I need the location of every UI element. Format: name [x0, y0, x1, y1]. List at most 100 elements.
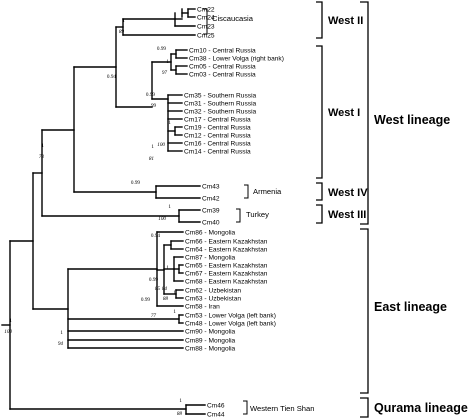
clade-label-west-ii: West II	[328, 15, 363, 27]
taxon-cm62: Cm62 - Uzbekistan	[185, 287, 241, 294]
support-pp-west-i-sub: 0.99	[146, 92, 155, 98]
lineage-label-west: West lineage	[374, 113, 450, 127]
bracket-qurama-lineage	[360, 397, 369, 418]
bracket-west-iii	[316, 204, 323, 224]
support-pp-west-all: 1	[41, 143, 44, 149]
taxon-cm31: Cm31 - Southern Russia	[184, 100, 257, 107]
bracket-west-ii	[316, 1, 323, 39]
taxon-cm35: Cm35 - Southern Russia	[184, 92, 257, 99]
bracket-west-lineage	[360, 1, 369, 225]
taxon-cm40: Cm40	[202, 219, 220, 226]
taxon-cm42: Cm42	[202, 195, 220, 202]
support-pp-east-all: 1	[60, 330, 63, 336]
support-pp-west-iv: 0.99	[131, 180, 140, 186]
taxon-cm32: Cm32 - Southern Russia	[184, 108, 257, 115]
support-pp-east-b: 0.99	[149, 277, 158, 283]
support-bs-root: 100	[4, 329, 12, 335]
taxon-cm63: Cm63 - Uzbekistan	[185, 295, 241, 302]
group-labels: Ciscaucasia Armenia Turkey Western Tien …	[212, 14, 314, 413]
taxon-cm65: Cm65 - Eastern Kazakhstan	[185, 262, 268, 269]
taxon-cm43: Cm43	[202, 183, 220, 190]
clade-labels: West II West I West IV West III	[328, 15, 368, 221]
taxon-cm90: Cm90 - Mongolia	[185, 328, 236, 335]
support-bs-east-all: 94	[58, 340, 64, 347]
lineage-labels: West lineage East lineage Qurama lineage	[374, 113, 468, 415]
group-label-ciscaucasia: Ciscaucasia	[212, 14, 254, 23]
clade-label-west-i: West I	[328, 107, 360, 119]
brackets	[203, 1, 369, 418]
support-bs-qurama: 88	[177, 411, 183, 417]
taxon-cm03: Cm03 - Central Russia	[189, 71, 256, 78]
taxon-cm05: Cm05 - Central Russia	[189, 63, 256, 70]
tree-branches	[1, 8, 206, 415]
support-pp-cm66-64: 0.94	[151, 233, 160, 239]
support-bs-west-iii: 100	[158, 216, 166, 222]
taxon-cm23: Cm23	[197, 23, 215, 30]
taxon-cm66: Cm66 - Eastern Kazakhstan	[185, 238, 268, 245]
bracket-west-i	[316, 45, 323, 179]
support-pp-west-i: 1	[151, 144, 154, 150]
clade-label-west-iii: West III	[328, 209, 366, 221]
bracket-turkey	[236, 208, 241, 223]
taxon-cm89: Cm89 - Mongolia	[185, 337, 236, 344]
group-label-turkey: Turkey	[246, 210, 269, 219]
taxon-cm10: Cm10 - Central Russia	[189, 47, 256, 54]
taxon-cm64: Cm64 - Eastern Kazakhstan	[185, 246, 268, 253]
support-bs-east-a: 77	[151, 313, 157, 319]
taxon-cm88: Cm88 - Mongolia	[185, 345, 236, 352]
taxon-cm16: Cm16 - Central Russia	[184, 140, 251, 147]
support-bs-cm65-67: 84	[162, 285, 168, 292]
taxon-cm39: Cm39	[202, 207, 220, 214]
taxon-cm44: Cm44	[207, 411, 225, 418]
support-pp-cm05-03: 1	[166, 59, 169, 65]
support-bs-cm62-63: 88	[163, 296, 169, 302]
support-bs-west-all: 73	[39, 154, 45, 160]
support-bs-cm19-12: 100	[157, 142, 165, 148]
taxon-cm58: Cm58 - Iran	[185, 303, 220, 310]
bracket-ciscaucasia	[203, 8, 208, 35]
support-pp-qurama: 1	[179, 398, 182, 404]
support-pp-west-ii: 1	[122, 18, 125, 24]
support-bs-west-i-sub: 99	[151, 103, 157, 109]
support-bs-cm05-03: 97	[162, 70, 168, 76]
taxon-cm12: Cm12 - Central Russia	[184, 132, 251, 139]
support-pp-cm62-63: 1	[173, 290, 176, 296]
taxon-cm19: Cm19 - Central Russia	[184, 124, 251, 131]
bracket-east-lineage	[360, 228, 369, 394]
taxon-cm67: Cm67 - Eastern Kazakhstan	[185, 270, 268, 277]
support-bs-west-ii: 89	[119, 29, 125, 35]
taxon-cm48: Cm48 - Lower Volga (left bank)	[185, 320, 276, 327]
clade-label-west-iv: West IV	[328, 187, 368, 199]
support-pp-root: 1	[9, 318, 12, 324]
support-pp-cm53-48: 1	[173, 309, 176, 315]
bracket-western-tien-shan	[243, 400, 248, 415]
lineage-label-qurama: Qurama lineage	[374, 401, 468, 415]
support-bs-east-b: 85	[155, 286, 161, 292]
taxon-cm46: Cm46	[207, 402, 225, 409]
taxon-cm14: Cm14 - Central Russia	[184, 148, 251, 155]
taxon-cm68: Cm68 - Eastern Kazakhstan	[185, 278, 268, 285]
taxon-cm17: Cm17 - Central Russia	[184, 116, 251, 123]
support-pp-cm65-67: 1	[166, 265, 169, 271]
taxon-cm24: Cm24	[197, 14, 215, 21]
bracket-west-iv	[316, 182, 323, 201]
taxon-cm25: Cm25	[197, 32, 215, 39]
group-label-armenia: Armenia	[253, 187, 282, 196]
taxon-cm87: Cm87 - Mongolia	[185, 254, 236, 261]
taxon-cm53: Cm53 - Lower Volga (left bank)	[185, 312, 276, 319]
taxon-cm38: Cm38 - Lower Volga (right bank)	[189, 55, 284, 62]
support-pp-west-iii: 1	[168, 204, 171, 210]
support-values: 11001730.941891810.99990.9919711000.9911…	[4, 18, 182, 417]
support-pp-cm19-12: 1	[168, 120, 171, 126]
bracket-armenia	[244, 184, 249, 199]
taxon-cm86: Cm86 - Mongolia	[185, 229, 236, 236]
support-pp-west-ii-i: 0.94	[107, 74, 116, 80]
lineage-label-east: East lineage	[374, 300, 447, 314]
support-pp-cm10-38: 0.99	[157, 46, 166, 52]
taxon-cm22: Cm22	[197, 6, 215, 13]
support-pp-east-a: 0.99	[141, 297, 150, 303]
support-bs-west-i: 81	[149, 156, 155, 162]
group-label-western-tien-shan: Western Tien Shan	[250, 404, 314, 413]
